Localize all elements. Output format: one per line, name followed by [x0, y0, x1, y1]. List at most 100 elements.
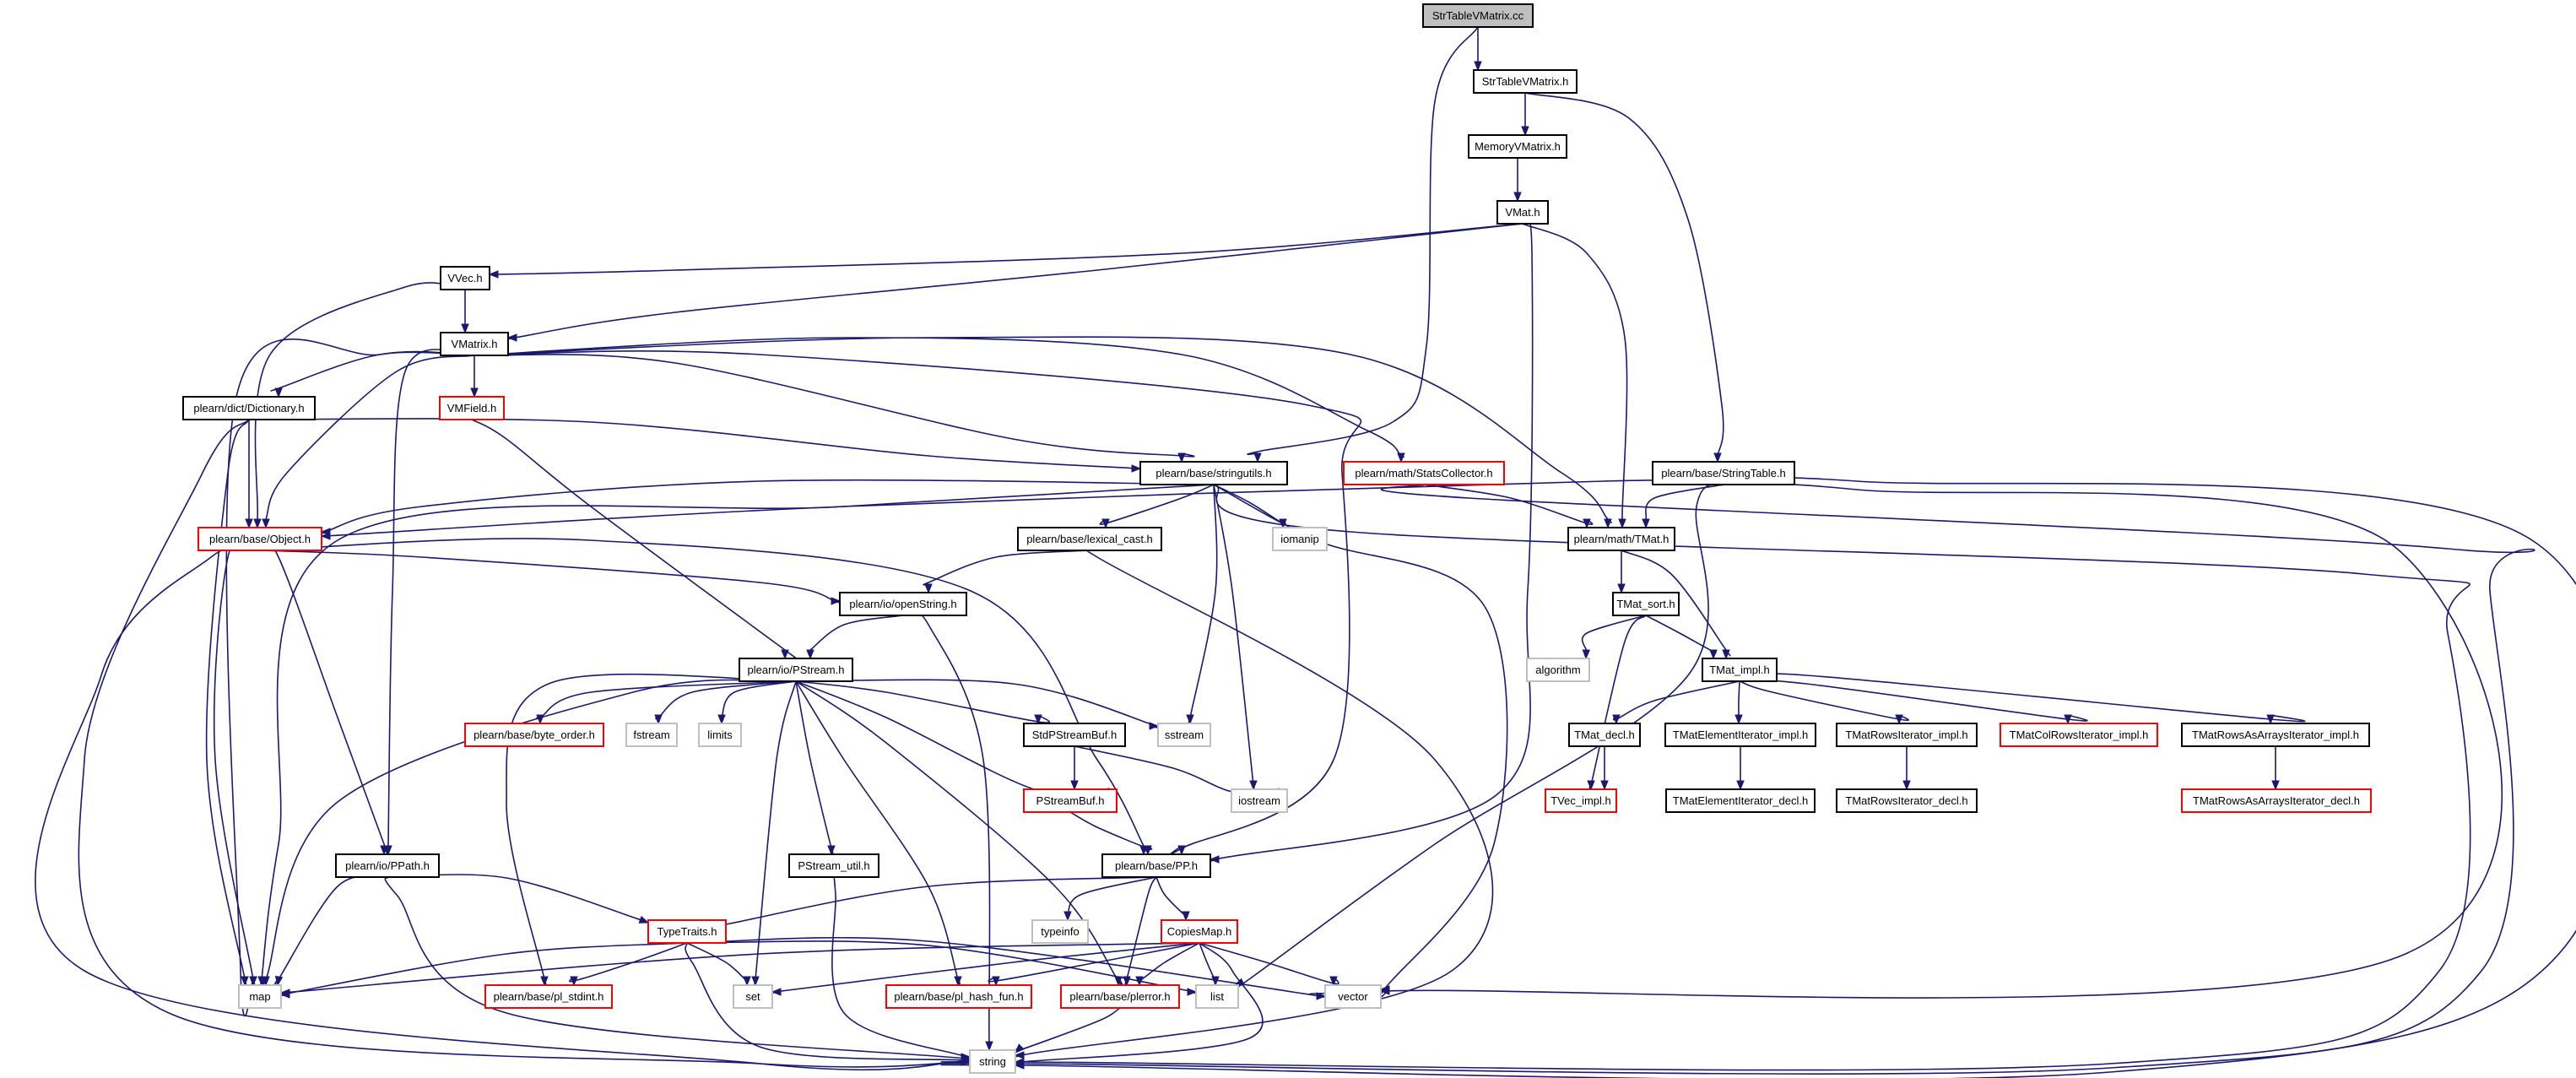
file-node-typetraits[interactable]: TypeTraits.h [647, 919, 727, 944]
edge-vmatrix-to-pp [474, 350, 1362, 856]
file-node-lexical-cast[interactable]: plearn/base/lexical_cast.h [1017, 527, 1162, 551]
edge-arrowhead [827, 845, 836, 856]
node-box [625, 723, 678, 747]
file-node-tmatrows-decl[interactable]: TMatRowsIterator_decl.h [1836, 788, 1978, 813]
file-node-stdpstreambuf[interactable]: StdPStreamBuf.h [1023, 723, 1126, 747]
edge-vmatrix-to-object [262, 355, 475, 529]
node-label: plearn/base/plerror.h [1069, 990, 1170, 1003]
edge-arrowhead [1582, 649, 1591, 660]
edge-arrowhead [461, 323, 469, 334]
edge-line [1155, 876, 1188, 918]
edge-arrowhead [380, 845, 388, 856]
node-box [1422, 3, 1534, 28]
edge-line [1423, 484, 1594, 525]
node-label: VMat.h [1505, 206, 1540, 219]
edge-stringtable-to-string [940, 477, 2576, 1078]
edge-arrowhead [262, 976, 270, 987]
edge-arrowhead [992, 976, 1000, 987]
edge-arrowhead [470, 387, 479, 398]
node-label: plearn/io/openString.h [849, 598, 956, 610]
edge-arrowhead [1063, 911, 1072, 922]
node-label: TMat_decl.h [1574, 729, 1635, 741]
file-node-byte-order[interactable]: plearn/base/byte_order.h [464, 723, 604, 747]
file-node-statscollector[interactable]: plearn/math/StatsCollector.h [1343, 461, 1505, 485]
edge-typetraits-to-map [267, 942, 688, 999]
file-node-plerror[interactable]: plearn/base/plerror.h [1060, 984, 1180, 1009]
edge-arrowhead [1397, 452, 1405, 463]
file-node-vmfield[interactable]: VMField.h [439, 396, 505, 420]
edge-arrowhead [1713, 452, 1722, 463]
node-box [1101, 853, 1211, 878]
file-node-tmat-impl[interactable]: TMat_impl.h [1702, 658, 1778, 682]
edge-lexical_cast-to-string [989, 539, 1494, 1063]
edge-copiesmap-to-list [1199, 942, 1220, 987]
file-node-pl-stdint[interactable]: plearn/base/pl_stdint.h [484, 984, 613, 1009]
file-node-tmatelem-impl[interactable]: TMatElementIterator_impl.h [1664, 723, 1816, 747]
file-node-copiesmap[interactable]: CopiesMap.h [1161, 919, 1238, 944]
edge-line [923, 550, 1090, 586]
edge-line [259, 550, 842, 604]
file-node-vmatrix[interactable]: VMatrix.h [440, 332, 509, 356]
file-node-vvec[interactable]: VVec.h [440, 266, 490, 290]
edge-line [78, 419, 982, 1068]
edge-tmat_sort-to-algorithm [1581, 615, 1647, 660]
edge-arrowhead [1034, 714, 1042, 725]
node-label: TMatRowsAsArraysIterator_impl.h [2192, 729, 2359, 741]
file-node-pstream[interactable]: plearn/io/PStream.h [739, 658, 853, 682]
node-label: MemoryVMatrix.h [1475, 140, 1561, 153]
node-box [969, 1049, 1016, 1074]
file-node-tmat[interactable]: plearn/math/TMat.h [1567, 527, 1675, 551]
file-node-strtable-h[interactable]: StrTableVMatrix.h [1473, 69, 1578, 94]
file-node-pstream-util[interactable]: PStream_util.h [788, 853, 879, 878]
node-box [698, 723, 742, 747]
file-node-tmatrows-impl[interactable]: TMatRowsIterator_impl.h [1836, 723, 1978, 747]
edge-line [807, 615, 904, 653]
file-node-stringtable[interactable]: plearn/base/StringTable.h [1652, 461, 1795, 485]
dependency-edges [35, 26, 2576, 1078]
file-node-tmatrowsarr-decl[interactable]: TMatRowsAsArraysIterator_decl.h [2181, 788, 2372, 813]
edge-line [710, 876, 1157, 929]
file-node-tvec-impl[interactable]: TVec_impl.h [1545, 788, 1617, 813]
file-node-tmatrowsarr-impl[interactable]: TMatRowsAsArraysIterator_impl.h [2181, 723, 2370, 747]
edge-statscollector-to-tmat [1423, 484, 1594, 529]
edge-line [248, 942, 1200, 997]
edge-strtable_h-to-memoryvmatrix [1521, 93, 1529, 137]
edge-vmat-to-pp [1194, 216, 1534, 865]
node-label: VMatrix.h [452, 338, 498, 350]
node-box [2181, 723, 2370, 747]
file-node-openstring[interactable]: plearn/io/openString.h [839, 592, 967, 616]
node-box [335, 853, 440, 878]
edge-stdpstreambuf-to-iostream [1074, 745, 1289, 796]
node-box [238, 984, 282, 1009]
file-node-pstreambuf[interactable]: PStreamBuf.h [1023, 788, 1118, 813]
file-node-pl-hash-fun[interactable]: plearn/base/pl_hash_fun.h [885, 984, 1032, 1009]
edge-line [384, 876, 1000, 1063]
file-node-tmat-sort[interactable]: TMat_sort.h [1612, 592, 1680, 616]
file-node-memoryvmatrix[interactable]: MemoryVMatrix.h [1468, 134, 1567, 159]
file-node-tmat-decl[interactable]: TMat_decl.h [1568, 723, 1641, 747]
edge-line [248, 418, 1154, 470]
edge-line [1739, 680, 1909, 722]
file-node-tmatelem-decl[interactable]: TMatElementIterator_decl.h [1665, 788, 1816, 813]
file-node-tmatcolrows-impl[interactable]: TMatColRowsIterator_impl.h [2000, 723, 2158, 747]
file-node-pp[interactable]: plearn/base/PP.h [1101, 853, 1211, 878]
edge-typetraits-to-set [686, 942, 751, 987]
edge-arrowhead [488, 270, 499, 279]
edge-arrowhead [2064, 714, 2072, 725]
node-label: set [745, 990, 760, 1003]
file-node-dictionary[interactable]: plearn/dict/Dictionary.h [182, 396, 316, 420]
edge-line [1581, 615, 1647, 651]
node-label: vector [1338, 990, 1368, 1003]
node-label: TMat_impl.h [1709, 664, 1770, 676]
file-node-stringutils[interactable]: plearn/base/stringutils.h [1139, 461, 1288, 485]
node-label: algorithm [1535, 664, 1580, 676]
edge-arrowhead [1135, 976, 1144, 987]
file-node-ppath[interactable]: plearn/io/PPath.h [335, 853, 440, 878]
edge-pstream-to-limits [717, 680, 797, 725]
file-node-object[interactable]: plearn/base/Object.h [198, 527, 322, 551]
node-label: TMatRowsIterator_decl.h [1845, 794, 1967, 807]
edge-arrowhead [279, 989, 290, 997]
file-node-vmat[interactable]: VMat.h [1496, 200, 1549, 225]
node-label: PStreamBuf.h [1036, 794, 1105, 807]
node-box [198, 527, 322, 551]
